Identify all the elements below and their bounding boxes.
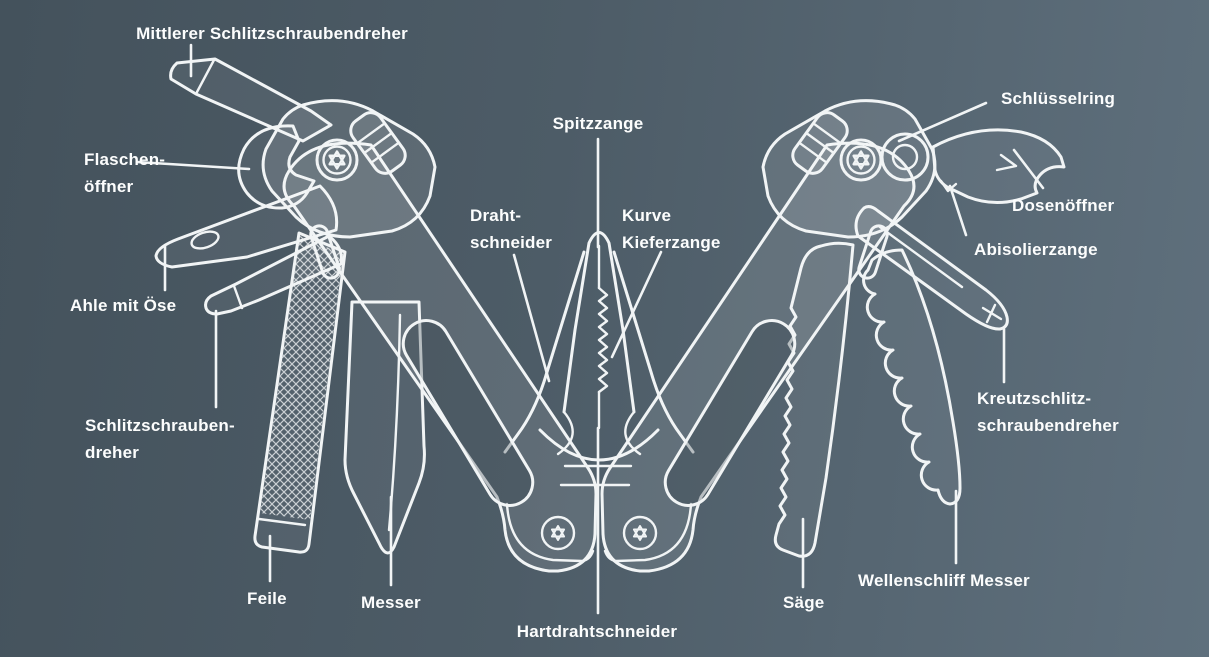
label-drahtschneider: Draht- schneider [470,206,553,252]
slotted-screwdriver [204,234,343,316]
label-schlitzschraubendreher: Schlitzschrauben- dreher [85,416,235,462]
handle-grip-cutout [401,319,535,507]
torx-screw-foot [540,515,576,551]
label-feile: Feile [247,589,287,608]
handle-rim [505,502,595,563]
bottle-opener [237,124,316,210]
label-dosenoeffner: Dosenöffner [1012,196,1115,215]
jaw-serrations [597,286,609,394]
label-schluesselring: Schlüsselring [1001,89,1116,108]
leader-dosenoeffner [1012,148,1045,190]
tool-half-body [261,99,598,573]
file-tool-shape [253,231,347,554]
key-ring [880,132,930,182]
leader-flaschenoeffner [135,160,251,171]
label-wellenschliff-messer: Wellenschliff Messer [858,571,1030,590]
torx-screw-head [315,138,359,182]
label-abisolierzange: Abisolierzange [974,240,1098,259]
label-flaschenoeffner: Flaschen- öffner [84,150,166,196]
label-ahle-mit-oese: Ahle mit Öse [70,296,177,315]
wire-stripper-notch [939,179,958,193]
label-kurve-kieferzange: Kurve Kieferzange [622,206,721,252]
clip-piece [349,111,407,175]
leader-kurve-kieferzange [610,250,663,359]
handle-body [282,141,598,573]
label-saege: Säge [783,593,825,612]
leader-abisolierzange [948,184,968,237]
label-hartdrahtschneider: Hartdrahtschneider [516,622,678,641]
leader-lines [135,43,1045,615]
medium-slotted-screwdriver [169,57,333,143]
can-opener [931,128,1066,204]
handle-slot [309,224,341,280]
leader-schluesselring [897,101,988,143]
label-messer: Messer [361,593,421,612]
leader-drahtschneider [512,253,551,383]
serrated-knife-blade [862,248,962,506]
label-mittlerer-schlitzschraubendreher: Mittlerer Schlitzschraubendreher [136,24,408,43]
label-spitzzange: Spitzzange [552,114,644,133]
label-kreutzschlitz-schraubendreher: Kreutzschlitz- schraubendreher [977,389,1119,435]
